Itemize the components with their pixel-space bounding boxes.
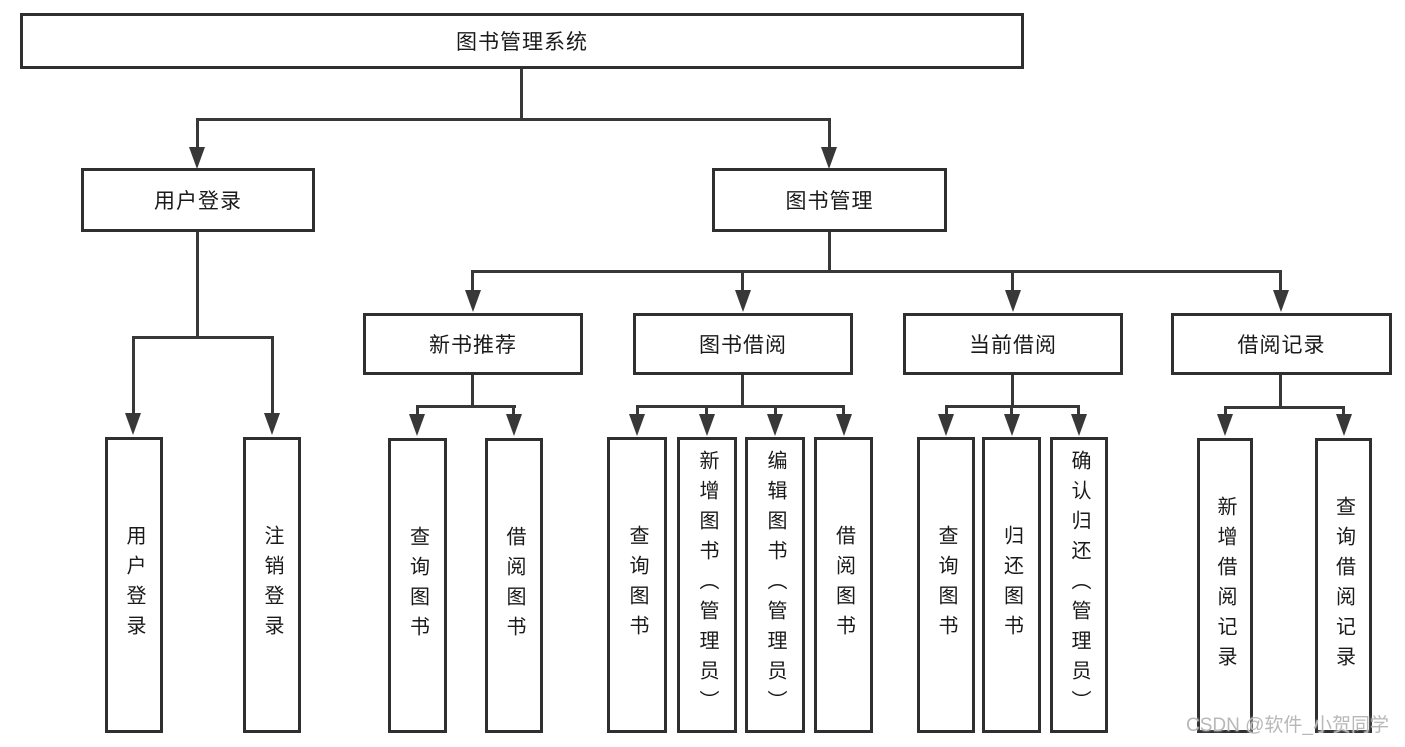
connector-line [741,270,744,292]
node-label: 查询图书 [406,525,429,646]
node-leaf-query-borrow-record: 查询借阅记录 [1315,438,1372,733]
node-leaf-query-books-borrowing: 查询图书 [607,437,667,733]
connector-line [416,405,419,416]
arrow-down-icon [836,414,852,436]
connector-line [416,405,516,408]
node-leaf-confirm-return-admin: 确认归还（管理员） [1050,437,1108,733]
arrow-down-icon [465,290,481,312]
connector-line [1224,406,1344,409]
arrow-down-icon [1071,414,1087,436]
node-book-borrowing: 图书借阅 [633,313,853,375]
connector-line [271,336,274,414]
arrow-down-icon [1217,414,1233,436]
node-leaf-logout: 注销登录 [243,437,301,733]
connector-line [1010,405,1013,416]
arrow-down-icon [264,413,280,435]
node-leaf-borrow-books-newbooks: 借阅图书 [485,438,543,733]
node-user-login: 用户登录 [81,168,315,232]
node-leaf-add-borrow-record: 新增借阅记录 [1197,438,1253,733]
node-label: 注销登录 [261,525,283,645]
connector-line [1279,270,1282,292]
connector-line [705,405,708,416]
arrow-down-icon [125,413,141,435]
node-label: 新增图书（管理员） [696,450,718,720]
connector-line [1279,375,1282,408]
connector-line [741,375,744,407]
arrow-down-icon [735,290,751,312]
node-leaf-query-books-newbooks: 查询图书 [388,438,447,733]
csdn-watermark: CSDN @软件_小贺同学 [1186,715,1389,736]
node-label: 当前借阅 [969,334,1057,357]
node-library-system: 图书管理系统 [20,13,1024,69]
connector-line [196,118,831,121]
connector-line [196,118,199,150]
connector-line [471,375,474,407]
connector-line [196,232,199,338]
node-label: 查询图书 [935,525,957,645]
connector-line [1224,406,1227,416]
connector-line [828,232,831,272]
arrow-down-icon [409,414,425,436]
connector-line [774,405,777,416]
node-label: 查询图书 [626,525,648,645]
node-label: 编辑图书（管理员） [764,450,786,720]
arrow-down-icon [189,147,205,169]
node-label: 借阅记录 [1237,334,1326,357]
arrow-down-icon [699,414,715,436]
arrow-down-icon [821,147,837,169]
connector-line [636,405,639,416]
node-label: 借阅图书 [832,525,855,645]
node-label: 图书借阅 [699,334,787,357]
arrow-down-icon [1004,414,1020,436]
connector-line [842,405,845,416]
node-leaf-borrow-books-borrowing: 借阅图书 [814,437,873,733]
arrow-down-icon [1336,414,1352,436]
connector-line [1011,375,1014,407]
connector-line [1011,270,1014,292]
arrow-down-icon [506,414,522,436]
node-label: 确认归还（管理员） [1068,450,1090,720]
node-leaf-return-books: 归还图书 [982,437,1041,733]
node-label: 用户登录 [123,525,145,645]
arrow-down-icon [938,414,954,436]
connector-line [1077,405,1080,416]
node-label: 新增借阅记录 [1214,495,1236,676]
connector-line [471,270,474,292]
node-label: 用户登录 [154,190,242,213]
connector-line [1342,406,1345,416]
node-label: 新书推荐 [429,334,517,357]
connector-line [828,118,831,150]
arrow-down-icon [1005,290,1021,312]
node-current-borrowing: 当前借阅 [903,313,1123,375]
node-label: 归还图书 [1000,525,1023,645]
node-leaf-add-books-admin: 新增图书（管理员） [677,437,737,733]
node-leaf-edit-books-admin: 编辑图书（管理员） [745,437,805,733]
connector-line [132,336,135,414]
node-label: 查询借阅记录 [1332,495,1355,676]
node-leaf-user-login: 用户登录 [105,437,163,733]
node-new-book-recommend: 新书推荐 [363,313,583,375]
node-label: 图书管理 [785,190,874,213]
node-label: 借阅图书 [503,525,525,646]
connector-line [945,405,948,416]
arrow-down-icon [767,414,783,436]
connector-line [471,270,1282,273]
node-label: 图书管理系统 [456,31,588,54]
connector-line [512,405,515,416]
connector-line [132,336,274,339]
node-leaf-query-books-current: 查询图书 [917,437,975,733]
node-borrowing-records: 借阅记录 [1171,313,1392,375]
connector-line [636,405,845,408]
connector-line [520,69,523,120]
arrow-down-icon [1273,290,1289,312]
node-book-management: 图书管理 [712,168,947,232]
arrow-down-icon [629,414,645,436]
